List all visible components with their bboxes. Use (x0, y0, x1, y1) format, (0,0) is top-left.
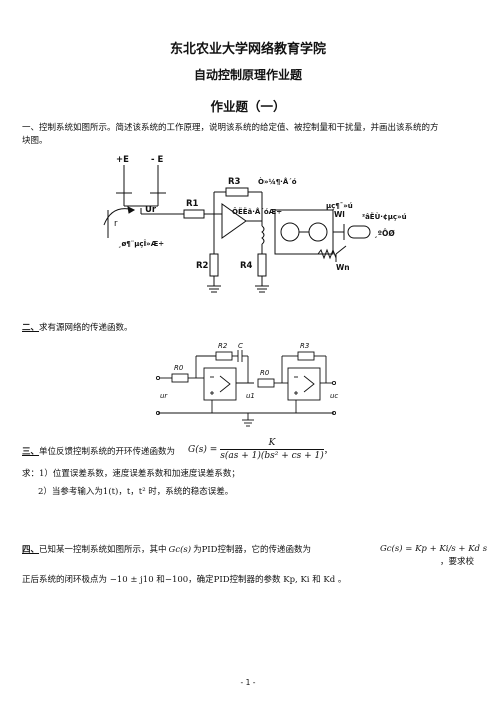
q4-number: 四、 (22, 545, 40, 555)
label-plus-e: +E (116, 155, 129, 165)
q4-prompt-3-wrap: ，要求校 (440, 556, 480, 569)
q3-prompt: 单位反馈控制系统的开环传递函数为 (39, 447, 176, 457)
assignment-title: 作业题（一） (210, 99, 286, 114)
course-title: 自动控制原理作业题 (193, 68, 302, 82)
label-r2-net: R2 (218, 342, 228, 350)
q2-prompt: 求有源网络的传递函数。 (39, 323, 133, 333)
q4-prompt-line2: 正后系统的闭环极点为 −10 ± j10 和−100，确定PID控制器的参数 K… (22, 575, 347, 585)
label-ur-net: ur (160, 392, 168, 400)
q1-line1: 一、控制系统如图所示。简述该系统的工作原理，说明该系统的给定值、被控制量和干扰量… (22, 123, 439, 133)
q3-denominator: s(as + 1)(bs² + cs + 1) (220, 449, 324, 461)
label-minus-e: - E (151, 155, 163, 165)
q3-formula-lhs: G(s) = (188, 444, 218, 455)
label-c-net: C (238, 342, 243, 350)
label-opamp: ÔËËã·Å´óÆ÷ (232, 207, 282, 216)
q4-formula-text: Gc(s) = Kp + Ki/s + Kd s (380, 544, 488, 554)
label-r3-net: R3 (300, 342, 309, 350)
label-ur: Ur (145, 205, 157, 215)
q4-prompt-3: ，要求校 (440, 557, 475, 567)
label-motor: µç¶¯»ú (326, 202, 353, 210)
q3-ask-line2: 2）当参考输入为1(t)，t，t² 时，系统的稳态误差。 (38, 487, 234, 497)
q3-comma: ， (323, 446, 333, 456)
label-gen: ²âËÙ·¢µç»ú (362, 212, 407, 221)
label-r1: R1 (186, 199, 199, 209)
label-r3: R3 (228, 177, 241, 187)
label-r4: R4 (240, 261, 253, 271)
label-load: ¸ºÔØ (374, 229, 395, 238)
q4-prompt-1: 已知某一控制系统如图所示，其中 (39, 545, 167, 555)
q3-numerator: K (268, 438, 276, 448)
q3-ask: 求：1）位置误差系数，速度误差系数和加速度误差系数； (22, 468, 478, 481)
q2-text: 二、求有源网络的传递函数。 (22, 322, 478, 335)
q3-fraction: K s(as + 1)(bs² + cs + 1) (220, 438, 324, 461)
label-r0-mid: R0 (260, 369, 270, 377)
label-u1-net: u1 (246, 392, 255, 400)
q4-formula: Gc(s) = Kp + Ki/s + Kd s (380, 544, 487, 554)
q3-formula: G(s) = K s(as + 1)(bs² + cs + 1) ， (188, 438, 333, 461)
school-title: 东北农业大学网络教育学院 (169, 42, 326, 57)
label-r0-in: R0 (174, 364, 184, 372)
q1-text: 一、控制系统如图所示。简述该系统的工作原理，说明该系统的给定值、被控制量和干扰量… (22, 122, 478, 148)
label-uc-net: uc (330, 392, 338, 400)
label-amp: Ò»¼¶·Å´ó (258, 177, 297, 186)
q2-number: 二、 (22, 323, 40, 333)
q4-gc: Gc(s) (168, 545, 192, 555)
label-pot: ¸ø¶¨µçÎ»Æ÷ (118, 239, 164, 248)
q3-ask-2: 2）当参考输入为1(t)，t，t² 时，系统的稳态误差。 (38, 486, 494, 499)
q3-text: 三、单位反馈控制系统的开环传递函数为 (22, 446, 478, 459)
q3-number: 三、 (22, 447, 40, 457)
q4-line2: 正后系统的闭环极点为 −10 ± j10 和−100，确定PID控制器的参数 K… (22, 574, 478, 587)
label-r: r (114, 219, 118, 229)
label-wn: Wn (336, 263, 350, 272)
q3-ask-line1: 求：1）位置误差系数，速度误差系数和加速度误差系数； (22, 469, 240, 479)
q4-prompt-2: 为PID控制器，它的传递函数为 (193, 545, 311, 555)
page-number: - 1 - (240, 678, 256, 687)
label-wl: Wl (334, 210, 345, 219)
label-r2: R2 (196, 261, 209, 271)
q1-line2: 块图。 (22, 136, 48, 146)
